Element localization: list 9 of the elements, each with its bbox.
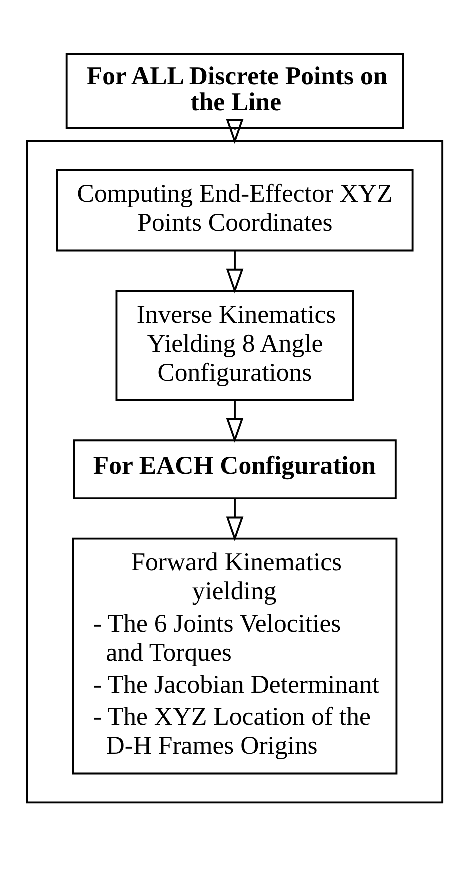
arrow — [226, 118, 244, 144]
node-box: Computing End-Effector XYZ Points Coordinates — [56, 168, 414, 252]
arrow — [226, 250, 244, 294]
arrow — [226, 498, 244, 542]
cluster — [26, 140, 444, 804]
node-box: Inverse Kinematics Yielding 8 Angle Configurations — [116, 290, 354, 401]
arrow — [226, 400, 244, 443]
node-box: Forward Kinematics yielding - The 6 Joints Velocities and Torques - The Jacobian Determinant - The XYZ Location of the D-H Frames Origins — [72, 537, 398, 774]
node-box: For EACH Configuration — [73, 439, 397, 500]
